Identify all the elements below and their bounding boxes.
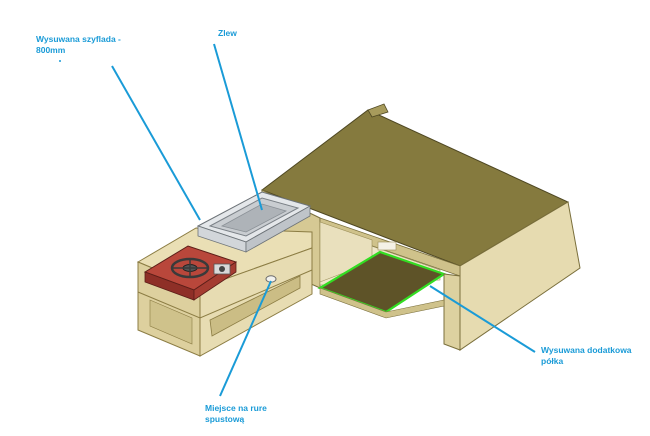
leader-sink	[213, 43, 263, 211]
extra-shelf-annotation-line2: półka	[541, 356, 564, 366]
drawer-annotation-line1: Wysuwana szyflada -	[36, 34, 121, 44]
drawer-marker-dot	[59, 60, 61, 62]
leader-drawer	[111, 65, 201, 221]
interior-item	[377, 241, 397, 251]
sink-side-wall	[245, 205, 311, 253]
kitchen-cutout	[209, 275, 301, 337]
callout-lines	[111, 43, 536, 397]
kitchen-shelf-line	[137, 269, 313, 319]
leader-shelf	[429, 285, 536, 353]
sink-annotation-line1: Zlew	[218, 28, 237, 38]
cabinet-back-rim	[367, 103, 389, 118]
drawer-annotation-line2: 800mm	[36, 45, 66, 55]
large-cabinet	[260, 103, 581, 351]
kitchen-module	[136, 191, 313, 357]
sink-basin-inner	[220, 203, 288, 233]
drawer-annotation: Wysuwana szyflada - 800mm	[36, 34, 121, 56]
cabinet-bottom	[319, 287, 445, 319]
sink	[196, 191, 312, 253]
extra-shelf-annotation-line1: Wysuwana dodatkowa	[541, 345, 632, 355]
sink-annotation: Zlew	[218, 28, 237, 39]
drain-pipe-annotation: Miejsce na rure spustową	[205, 403, 267, 425]
kitchen-front-opening	[149, 299, 193, 345]
extra-shelf-annotation: Wysuwana dodatkowa półka	[541, 345, 632, 367]
stove-knob	[219, 266, 225, 272]
leader-drain	[219, 280, 272, 397]
drain-pipe-annotation-line1: Miejsce na rure	[205, 403, 267, 413]
cabinet-right-post	[443, 273, 461, 351]
gas-stove	[143, 245, 238, 301]
drain-pipe-annotation-line2: spustową	[205, 414, 245, 424]
